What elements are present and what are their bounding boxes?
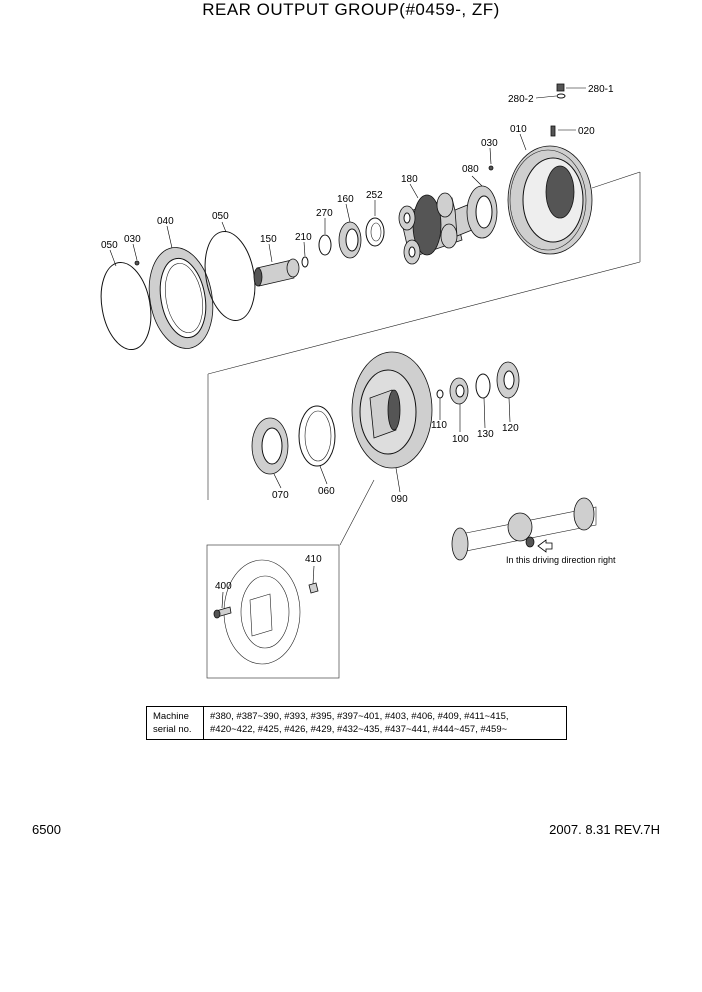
- label-180: 180: [401, 174, 418, 185]
- part-280-2-seal: [556, 93, 566, 99]
- page-number: 6500: [32, 822, 61, 837]
- part-050-mid-oring: [204, 230, 256, 322]
- label-400: 400: [215, 581, 232, 592]
- label-410: 410: [305, 554, 322, 565]
- label-100: 100: [452, 434, 469, 445]
- part-100-nut: [449, 377, 469, 405]
- label-070: 070: [272, 490, 289, 501]
- label-050-mid: 050: [212, 211, 229, 222]
- part-050-left-oring: [100, 261, 152, 351]
- part-210-snap-ring: [301, 256, 309, 268]
- label-090: 090: [391, 494, 408, 505]
- part-070-bearing: [251, 417, 289, 475]
- part-110-ring: [436, 389, 444, 399]
- part-410-wheel-nut: [308, 582, 319, 594]
- serial-header-line2: serial no.: [153, 724, 192, 735]
- revision-date: 2007. 8.31 REV.7H: [549, 822, 660, 837]
- label-030-left: 030: [124, 234, 141, 245]
- label-270: 270: [316, 208, 333, 219]
- label-252: 252: [366, 190, 383, 201]
- assembly-guide-lines: [207, 171, 641, 546]
- part-280-1-plug: [556, 83, 565, 92]
- label-030-top: 030: [481, 138, 498, 149]
- serial-values-line2: #420~422, #425, #426, #429, #432~435, #4…: [210, 724, 508, 735]
- leader-lines: [109, 87, 586, 609]
- label-060: 060: [318, 486, 335, 497]
- inset-hub-detail: [223, 559, 301, 665]
- axle-thumbnail: [451, 497, 597, 561]
- part-130-oring: [475, 373, 491, 399]
- label-050-left: 050: [101, 240, 118, 251]
- detail-inset-frame: [206, 544, 340, 679]
- part-090-wheel-hub: [351, 351, 433, 469]
- label-280-2: 280-2: [508, 94, 534, 105]
- serial-header-line1: Machine: [153, 711, 189, 722]
- label-280-1: 280-1: [588, 84, 614, 95]
- serial-table-header: Machine serial no.: [146, 706, 204, 740]
- label-130: 130: [477, 429, 494, 440]
- part-252-spacer: [365, 217, 385, 247]
- label-080: 080: [462, 164, 479, 175]
- label-150: 150: [260, 234, 277, 245]
- serial-values-line1: #380, #387~390, #393, #395, #397~401, #4…: [210, 711, 509, 722]
- part-010-housing: [507, 145, 593, 255]
- part-080-bearing: [466, 185, 498, 239]
- part-030-top-pin: [488, 165, 494, 171]
- label-020: 020: [578, 126, 595, 137]
- label-010: 010: [510, 124, 527, 135]
- part-120-cover: [496, 361, 520, 399]
- part-160-bearing: [338, 221, 362, 259]
- driving-direction-arrow-icon: [537, 539, 553, 553]
- part-060-seal-ring: [298, 405, 336, 467]
- driving-direction-note: In this driving direction right: [506, 555, 616, 565]
- part-number-labels: 280-1 280-2 020 010 030 080 180 252 160 …: [101, 84, 616, 592]
- part-150-sun-shaft: [253, 258, 300, 287]
- page-title: REAR OUTPUT GROUP(#0459-, ZF): [202, 0, 500, 19]
- part-040-ring-gear: [148, 247, 214, 349]
- serial-number-table: Machine serial no. #380, #387~390, #393,…: [146, 706, 567, 740]
- part-180-planet-carrier: [398, 192, 473, 265]
- serial-table-values: #380, #387~390, #393, #395, #397~401, #4…: [203, 706, 567, 740]
- label-040: 040: [157, 216, 174, 227]
- label-120: 120: [502, 423, 519, 434]
- part-030-left-pin: [134, 260, 140, 266]
- label-160: 160: [337, 194, 354, 205]
- part-400-wheel-bolt: [213, 606, 232, 619]
- part-270-snap-ring: [318, 234, 332, 256]
- label-210: 210: [295, 232, 312, 243]
- label-110: 110: [431, 420, 447, 431]
- part-020-plug: [550, 125, 556, 137]
